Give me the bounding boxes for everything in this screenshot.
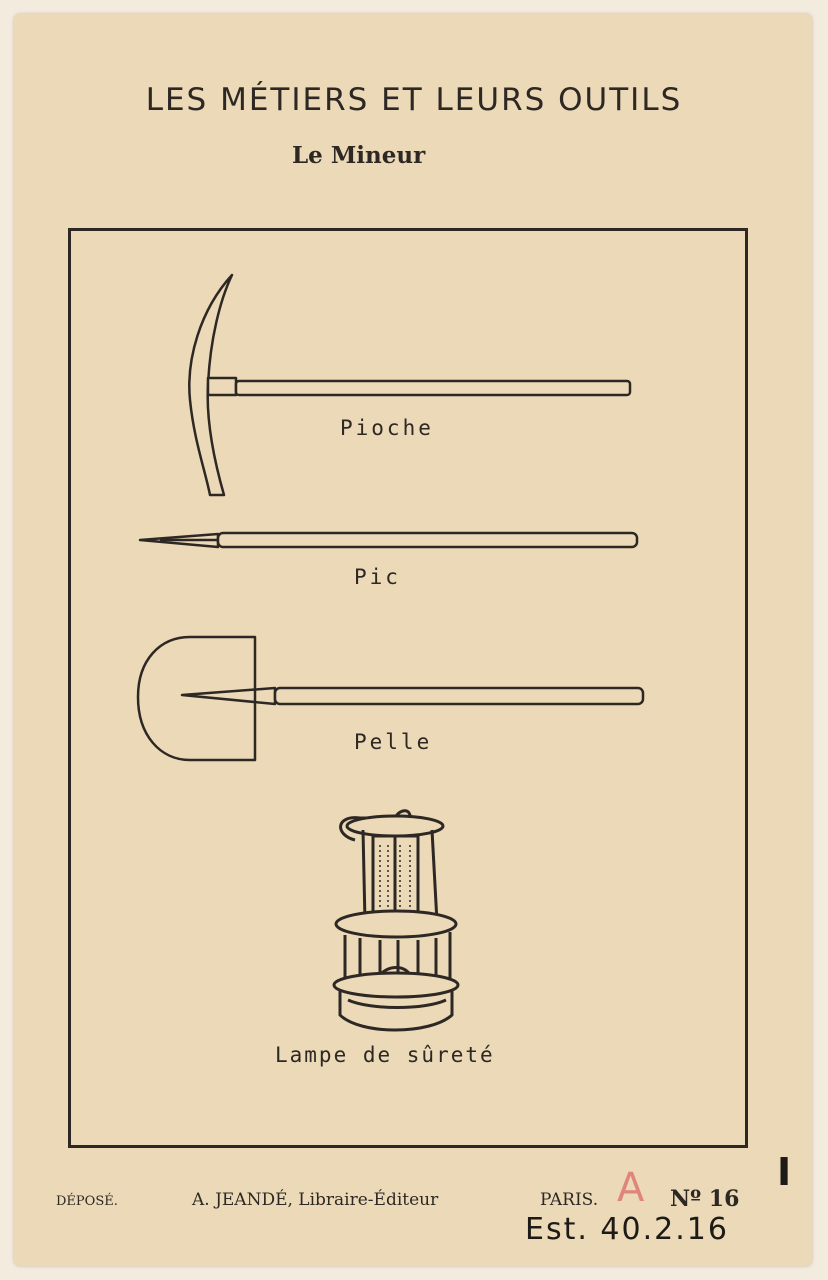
tool-label-pic: Pic xyxy=(354,565,401,589)
pickaxe-illustration xyxy=(188,273,632,497)
card-subtitle: Le Mineur xyxy=(292,142,426,169)
depose-text: DÉPOSÉ. xyxy=(56,1194,118,1209)
card-number: Nº 16 xyxy=(670,1186,740,1212)
handwritten-mark: I xyxy=(777,1150,792,1194)
postcard xyxy=(14,14,812,1266)
safety-lamp-illustration xyxy=(332,809,460,1032)
card-title: LES MÉTIERS ET LEURS OUTILS xyxy=(145,82,683,118)
call-number-annotation: Est. 40.2.16 xyxy=(525,1212,729,1247)
city-text: PARIS. xyxy=(540,1190,599,1210)
shovel-illustration xyxy=(136,635,645,762)
tool-label-pelle: Pelle xyxy=(354,730,433,754)
publisher-text: A. JEANDÉ, Libraire-Éditeur xyxy=(192,1190,439,1210)
red-letter-annotation: A xyxy=(617,1165,645,1211)
tool-label-pioche: Pioche xyxy=(340,416,434,440)
tool-label-lampe: Lampe de sûreté xyxy=(275,1043,495,1067)
illustration-frame xyxy=(68,228,748,1148)
pick-rod-illustration xyxy=(138,531,639,549)
